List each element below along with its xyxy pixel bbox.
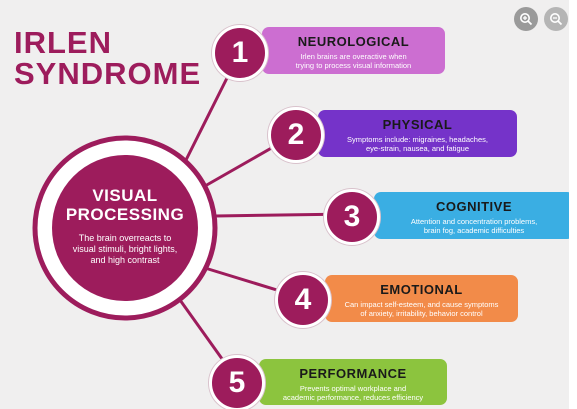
card-emotional: EMOTIONAL Can impact self-esteem, and ca… [325, 275, 518, 322]
title-line-2: SYNDROME [14, 56, 202, 91]
title-line-1: IRLEN [14, 25, 112, 60]
card-title: NEUROLOGICAL [297, 34, 410, 49]
zoom-in-icon [520, 13, 533, 26]
card-desc-line-1: Can impact self-esteem, and cause sympto… [344, 300, 499, 309]
center-body: The brain overreacts to visual stimuli, … [72, 233, 178, 265]
card-performance: PERFORMANCE Prevents optimal workplace a… [259, 359, 447, 405]
right-edge [569, 0, 577, 409]
number-badge-3: 3 [324, 189, 380, 245]
card-desc-line-2: of anxiety, irritability, behavior contr… [360, 309, 483, 318]
number-badge-2: 2 [268, 107, 324, 163]
card-desc-line-1: Prevents optimal workplace and [299, 384, 407, 393]
zoom-in-button[interactable] [514, 7, 538, 31]
card-neurological: NEUROLOGICAL Irlen brains are overactive… [262, 27, 445, 74]
card-physical: PHYSICAL Symptoms include: migraines, he… [318, 110, 517, 157]
center-title-line-1: VISUAL [92, 186, 158, 205]
card-description: Attention and concentration problems, br… [374, 217, 574, 235]
card-title: PERFORMANCE [299, 366, 407, 381]
card-desc-line-1: Symptoms include: migraines, headaches, [347, 135, 488, 144]
card-desc-line-1: Attention and concentration problems, [410, 217, 538, 226]
number-badge-5: 5 [209, 355, 265, 409]
card-title: EMOTIONAL [380, 282, 463, 297]
card-desc-line-1: Irlen brains are overactive when [300, 52, 407, 61]
number-badge-1: 1 [212, 25, 268, 81]
center-circle: VISUAL PROCESSING The brain overreacts t… [52, 155, 198, 301]
card-title: COGNITIVE [435, 199, 512, 214]
card-title: PHYSICAL [382, 117, 453, 132]
zoom-out-icon [550, 13, 563, 26]
card-desc-line-2: brain fog, academic difficulties [423, 226, 525, 235]
card-desc-line-2: trying to process visual information [295, 61, 412, 70]
zoom-out-button[interactable] [544, 7, 568, 31]
card-desc-line-2: academic performance, reduces efficiency [282, 393, 424, 402]
card-desc-line-2: eye-strain, nausea, and fatigue [366, 144, 469, 153]
card-description: Prevents optimal workplace and academic … [259, 384, 447, 402]
card-description: Irlen brains are overactive when trying … [262, 52, 445, 70]
card-description: Can impact self-esteem, and cause sympto… [325, 300, 518, 318]
number-badge-4: 4 [275, 272, 331, 328]
center-title-line-2: PROCESSING [65, 205, 185, 224]
card-cognitive: COGNITIVE Attention and concentration pr… [374, 192, 574, 239]
card-description: Symptoms include: migraines, headaches, … [318, 135, 517, 153]
